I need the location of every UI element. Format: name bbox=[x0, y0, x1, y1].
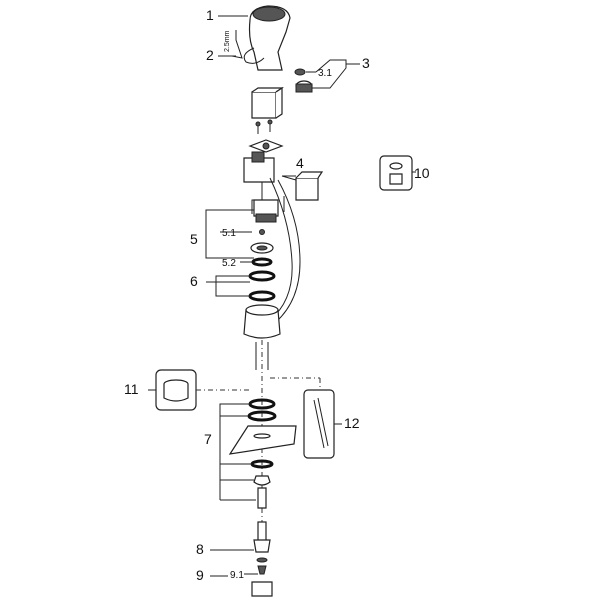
part-9-nut bbox=[251, 557, 273, 597]
label-part-11: 11 bbox=[124, 381, 139, 397]
part-5-valve-unit bbox=[250, 199, 279, 267]
label-part-1: 1 bbox=[206, 7, 214, 23]
solenoid-module bbox=[243, 151, 275, 214]
label-part-2: 2 bbox=[206, 47, 214, 63]
label-part-10: 10 bbox=[414, 165, 430, 181]
label-part-4: 4 bbox=[296, 155, 304, 171]
label-part-9-1: 9.1 bbox=[230, 570, 244, 581]
hex-key-size-label: 2.5mm bbox=[224, 30, 231, 52]
part-8-connector bbox=[253, 521, 271, 553]
label-part-3: 3 bbox=[362, 55, 370, 71]
part-12-inset bbox=[270, 377, 335, 459]
part-1-tap-body bbox=[243, 5, 291, 71]
lower-body bbox=[243, 304, 281, 370]
leader-lines bbox=[148, 15, 416, 577]
bracket-plate bbox=[248, 139, 284, 153]
part-6-o-rings bbox=[248, 270, 276, 302]
label-part-5-2: 5.2 bbox=[222, 258, 236, 269]
part-4-control-box bbox=[281, 171, 324, 201]
screws bbox=[255, 119, 273, 134]
label-part-12: 12 bbox=[344, 415, 360, 431]
part-11-inset bbox=[155, 369, 252, 411]
label-part-5-1: 5.1 bbox=[222, 228, 236, 239]
wire-hoses bbox=[269, 177, 301, 323]
part-10-inset bbox=[379, 155, 413, 191]
label-part-7: 7 bbox=[204, 431, 212, 447]
label-part-5: 5 bbox=[190, 231, 198, 247]
label-part-9: 9 bbox=[196, 567, 204, 583]
label-part-6: 6 bbox=[190, 273, 198, 289]
part-2-hex-key: 2.5mm bbox=[224, 30, 243, 59]
label-part-3-1: 3.1 bbox=[318, 68, 332, 79]
cartridge-cap bbox=[251, 86, 284, 119]
part-3-aerator bbox=[294, 59, 347, 93]
label-part-8: 8 bbox=[196, 541, 204, 557]
